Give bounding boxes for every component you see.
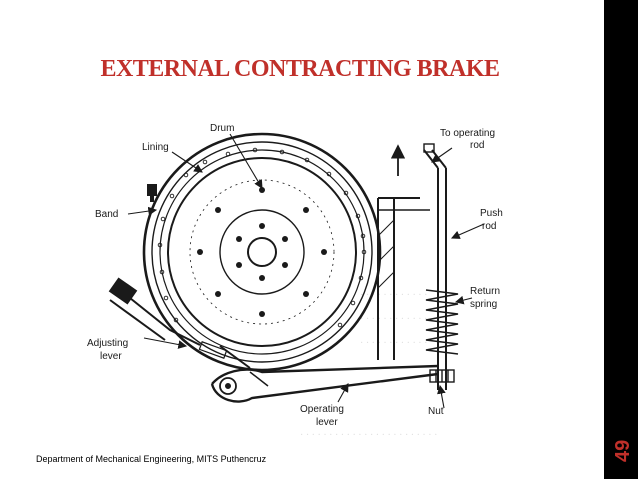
label-lining: Lining [142,142,169,153]
lining-ring [157,147,367,355]
label-push-rod-2: rod [482,221,496,232]
label-operating-lever-1: Operating [300,404,344,415]
label-return-spring-1: Return [470,286,500,297]
return-spring [425,289,459,355]
label-return-spring-2: spring [470,299,497,310]
slide-title: EXTERNAL CONTRACTING BRAKE [100,56,500,82]
page-number: 49 [612,440,634,470]
adjusting-lever-assembly [108,277,251,369]
label-operating-lever-2: lever [316,417,338,428]
frame [377,197,430,360]
leader-lines [127,133,485,409]
brake-drum [167,157,357,347]
footer-text: Department of Mechanical Engineering, MI… [36,454,267,464]
label-band: Band [95,209,118,220]
nut [429,369,455,383]
operating-lever [210,364,439,403]
band-anchor [147,184,157,202]
page-number-text: 49 [612,439,634,462]
label-to-operating-rod-2: rod [470,140,484,151]
brake-band [142,132,382,372]
label-adjusting-lever-2: lever [100,351,122,362]
label-adjusting-lever-1: Adjusting [87,338,128,349]
right-side-bar [604,0,638,479]
svg-text:· · · · · · · · · · · · · · ·: · · · · · · · · · · · · · · · · · · · · … [300,430,437,441]
background-scan-texture: · · · · · · · · · · · · · · · · · · · · … [70,118,610,448]
label-to-operating-rod-1: To operating [440,128,495,139]
label-push-rod-1: Push [480,208,503,219]
label-nut: Nut [428,406,444,417]
label-drum: Drum [210,123,234,134]
